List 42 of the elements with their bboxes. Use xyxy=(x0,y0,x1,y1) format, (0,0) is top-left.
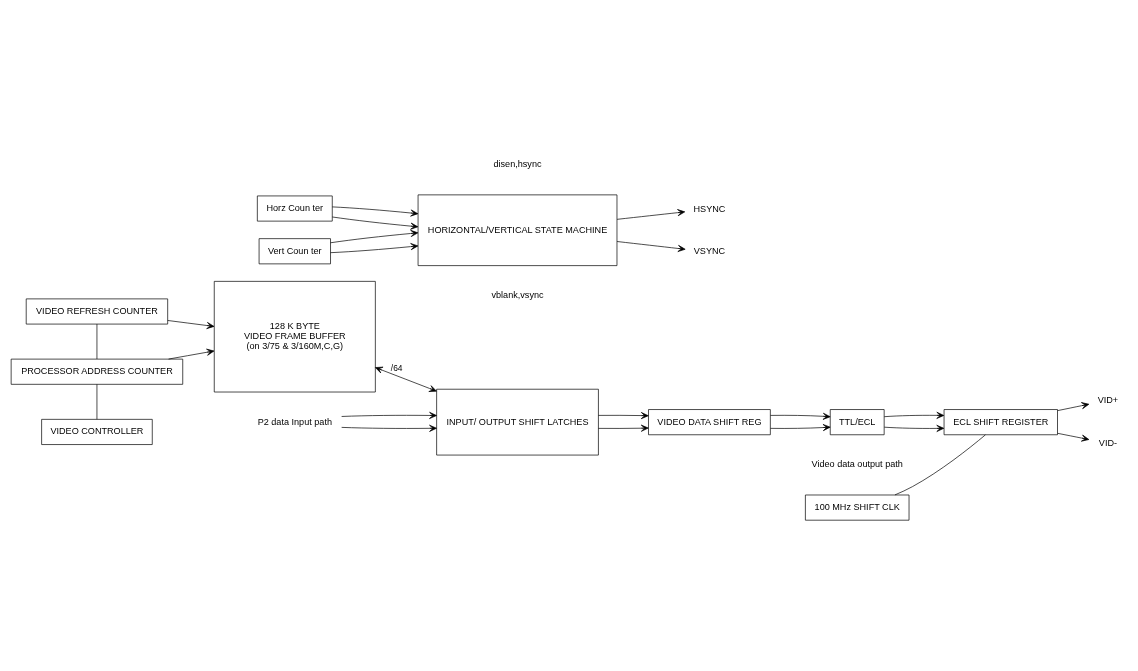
edge-label: /64 xyxy=(390,362,403,373)
arrow xyxy=(616,240,686,252)
node-box: PROCESSOR ADDRESS COUNTER xyxy=(10,358,184,385)
arrow xyxy=(375,366,437,392)
node-box: Horz Coun ter xyxy=(256,195,333,221)
arrow xyxy=(883,424,945,432)
arrow xyxy=(770,423,831,431)
arrow xyxy=(616,208,686,220)
node-box: Vert Coun ter xyxy=(258,237,331,264)
arrow xyxy=(770,412,831,420)
arrow xyxy=(883,411,945,419)
arrow xyxy=(330,229,419,243)
node-text: VID- xyxy=(1098,437,1118,448)
node-text: P2 data Input path xyxy=(257,416,332,427)
node-box: 100 MHz SHIFT CLK xyxy=(805,494,910,521)
node-box: ECL SHIFT REGISTER xyxy=(943,408,1058,435)
node-box: VIDEO DATA SHIFT REG xyxy=(648,408,771,435)
connector xyxy=(894,434,986,495)
label: disen,hsync xyxy=(493,158,542,169)
node-box: VIDEO CONTROLLER xyxy=(41,418,153,445)
arrow xyxy=(598,411,649,419)
node-box: INPUT/ OUTPUT SHIFT LATCHES xyxy=(436,388,599,455)
node-box: VIDEO REFRESH COUNTER xyxy=(25,298,169,324)
node-box: HORIZONTAL/VERTICAL STATE MACHINE xyxy=(417,194,618,266)
arrow xyxy=(598,424,649,432)
arrow xyxy=(1057,401,1090,411)
arrow xyxy=(331,206,419,216)
node-text: VSYNC xyxy=(693,245,726,256)
arrow xyxy=(168,348,215,359)
connector xyxy=(96,383,98,420)
arrow xyxy=(331,216,419,230)
label: vblank,vsync xyxy=(491,289,544,300)
node-text: VID+ xyxy=(1097,394,1119,405)
arrow xyxy=(330,242,419,253)
node-box: 128 K BYTE VIDEO FRAME BUFFER (on 3/75 & 3/160M,C,G) xyxy=(213,280,376,392)
label: Video data output path xyxy=(811,458,903,469)
arrow xyxy=(167,319,215,329)
node-box: TTL/ECL xyxy=(829,408,885,435)
arrow xyxy=(341,411,437,419)
node-text: HSYNC xyxy=(693,203,726,214)
arrow xyxy=(341,424,437,432)
arrow xyxy=(1057,432,1090,442)
